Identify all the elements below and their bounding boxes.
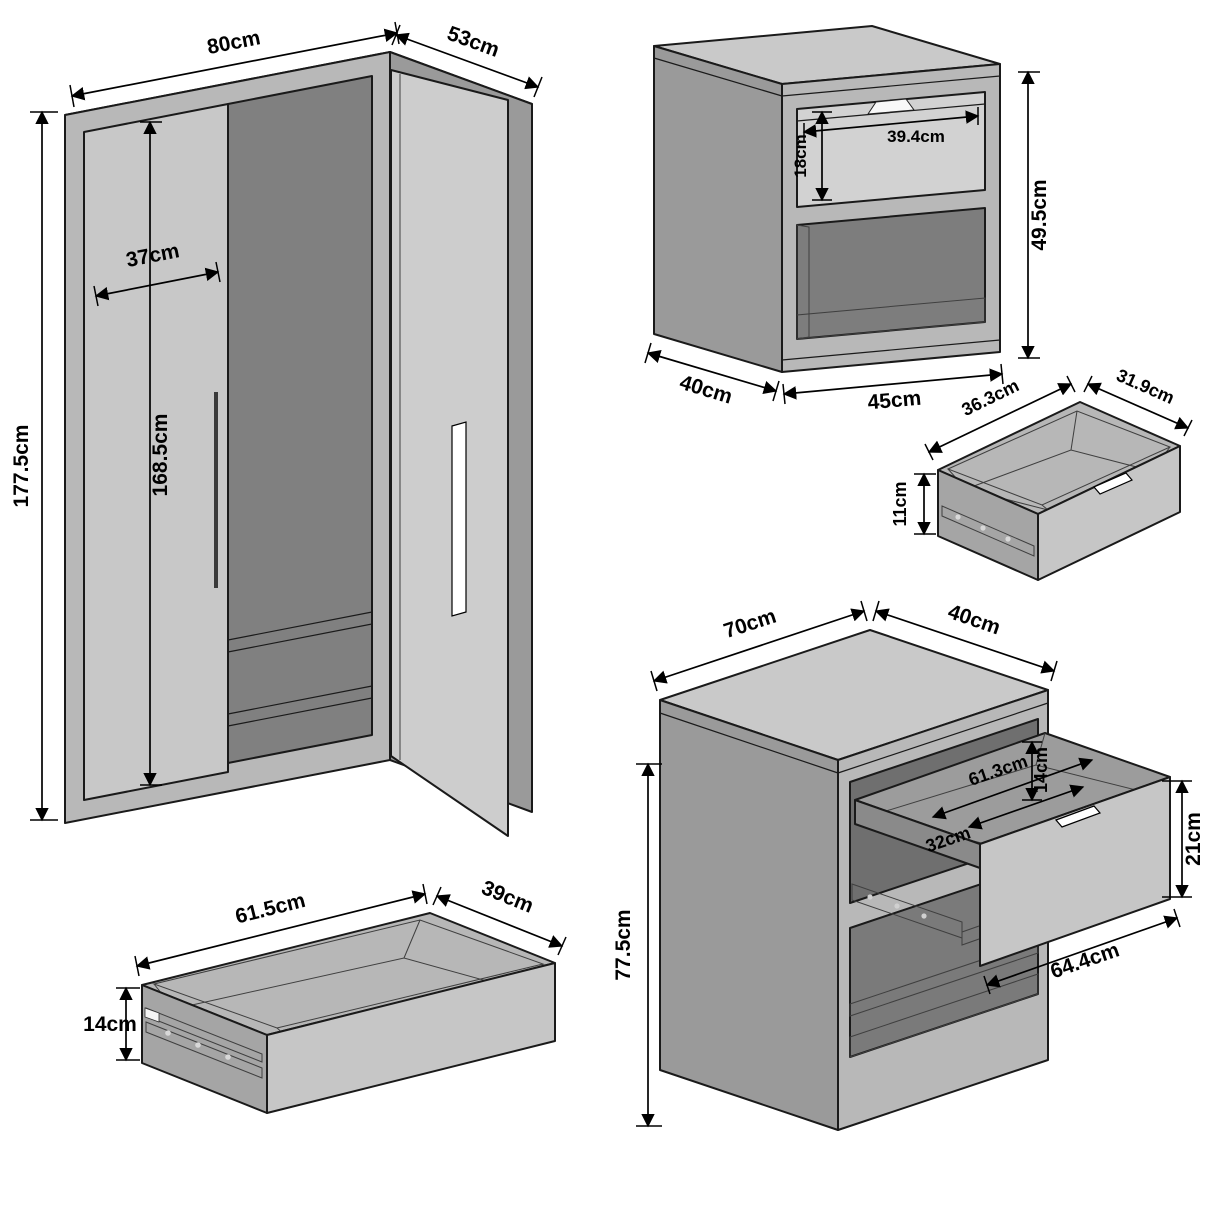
- rail-hole: [894, 903, 900, 909]
- dim-tick: [1183, 419, 1193, 437]
- chest-drawer-front-width-label: 64.4cm: [1047, 938, 1122, 983]
- dim-tick: [134, 955, 140, 977]
- dim-tick: [215, 261, 221, 283]
- chest-width-label: 70cm: [721, 605, 779, 643]
- wardrobe-figure: 80cm 53cm 177.5cm 37cm 168.5cm: [10, 21, 543, 837]
- dim-tick: [1000, 363, 1004, 385]
- dim-tick: [1066, 375, 1076, 393]
- nightstand-cubby-wall: [796, 224, 810, 340]
- dim-tick: [422, 883, 428, 905]
- rail-end-cap: [144, 1007, 160, 1023]
- nightstand-figure: 39.4cm 18cm 49.5cm 40cm 45cm: [644, 25, 1051, 415]
- large-drawer-figure: 61.5cm 39cm 14cm: [83, 876, 567, 1114]
- small-drawer-width-dim-line: [1086, 382, 1190, 430]
- small-drawer-width-label: 31.9cm: [1113, 365, 1177, 408]
- chest-width-dim-line: [652, 608, 866, 684]
- dim-tick: [772, 380, 780, 402]
- chest-top-lip: [837, 702, 1049, 774]
- chest-lower-floor: [849, 973, 1039, 1058]
- large-drawer-width-label: 61.5cm: [233, 889, 308, 929]
- chest-drawer-front-height-label: 21cm: [1182, 812, 1205, 866]
- nightstand-height-label: 49.5cm: [1028, 179, 1051, 250]
- rail-hole: [225, 1054, 231, 1060]
- nightstand-cubby-opening: [796, 207, 986, 340]
- wardrobe-depth-dim-line: [394, 32, 540, 90]
- dim-tick: [872, 600, 880, 622]
- small-drawer-height-label: 11cm: [890, 481, 910, 526]
- wardrobe-open-door: [390, 69, 509, 837]
- dim-tick: [860, 600, 868, 622]
- small-drawer-figure: 36.3cm 31.9cm 11cm: [890, 365, 1193, 581]
- large-drawer-height-label: 14cm: [83, 1013, 137, 1036]
- wardrobe-door-width-dim-line: [94, 267, 220, 301]
- chest-height-label: 77.5cm: [612, 909, 635, 980]
- nightstand-left-face: [653, 45, 783, 373]
- chest-figure: 70cm 40cm 77.5cm 61.3cm 32cm 14cm 21cm 6…: [612, 600, 1205, 1131]
- rail-hole: [1005, 536, 1011, 542]
- rail-hole: [955, 514, 961, 520]
- dim-tick: [650, 670, 658, 692]
- small-drawer-side-panel: [937, 469, 1039, 581]
- dim-tick: [644, 342, 652, 364]
- rail-hole: [867, 894, 873, 900]
- dim-tick: [782, 383, 786, 405]
- dim-tick: [1083, 375, 1093, 393]
- dim-tick: [432, 886, 442, 906]
- small-drawer-handle: [1093, 472, 1133, 495]
- large-drawer-width-dim-line: [135, 890, 427, 970]
- dim-tick: [1173, 908, 1181, 928]
- dim-tick: [69, 84, 75, 108]
- nightstand-top-lip: [653, 57, 783, 97]
- rail-hole: [165, 1030, 171, 1036]
- nightstand-depth-dim-line: [646, 349, 778, 395]
- nightstand-top-lip: [781, 75, 1001, 97]
- dim-tick: [93, 285, 99, 307]
- chest-drawer-inner-depth-dim-line: [967, 784, 1085, 830]
- small-drawer-depth-label: 36.3cm: [959, 375, 1023, 420]
- chest-drawer-front-width-dim-line: [985, 915, 1179, 988]
- dim-tick: [391, 24, 401, 46]
- wardrobe-height-label: 177.5cm: [10, 425, 33, 508]
- dim-tick: [557, 936, 567, 956]
- wardrobe-interior-opening: [227, 75, 373, 764]
- dim-tick: [924, 443, 934, 461]
- rail-hole: [980, 525, 986, 531]
- nightstand-drawer-width-label: 39.4cm: [887, 127, 945, 146]
- chest-top-lip: [659, 712, 839, 774]
- large-drawer-depth-dim-line: [435, 894, 564, 948]
- chest-drawer-inner-height-label: 14cm: [1031, 747, 1051, 793]
- nightstand-width-label: 45cm: [867, 387, 923, 415]
- rail-hole: [921, 913, 927, 919]
- nightstand-drawer-height-label: 18cm: [791, 134, 810, 177]
- chest-depth-label: 40cm: [945, 600, 1003, 639]
- nightstand-base-lip: [781, 339, 1001, 361]
- dim-tick: [983, 975, 991, 995]
- wardrobe-width-dim-line: [70, 28, 399, 101]
- chest-depth-dim-line: [874, 608, 1056, 674]
- dim-tick: [533, 76, 543, 98]
- small-drawer-depth-dim-line: [927, 383, 1073, 453]
- dim-tick: [1050, 660, 1058, 682]
- wardrobe-door-height-label: 168.5cm: [149, 414, 172, 497]
- nightstand-drawer-width-dim-line: [802, 110, 980, 138]
- large-drawer-depth-label: 39cm: [478, 876, 536, 917]
- large-drawer-slide-rail: [145, 1021, 263, 1079]
- small-drawer-slide-rail: [941, 505, 1035, 557]
- wardrobe-width-label: 80cm: [205, 26, 262, 59]
- nightstand-width-dim-line: [782, 368, 1004, 400]
- large-drawer-side-panel: [141, 984, 268, 1114]
- wardrobe-open-door-handle: [451, 421, 467, 617]
- rail-hole: [195, 1042, 201, 1048]
